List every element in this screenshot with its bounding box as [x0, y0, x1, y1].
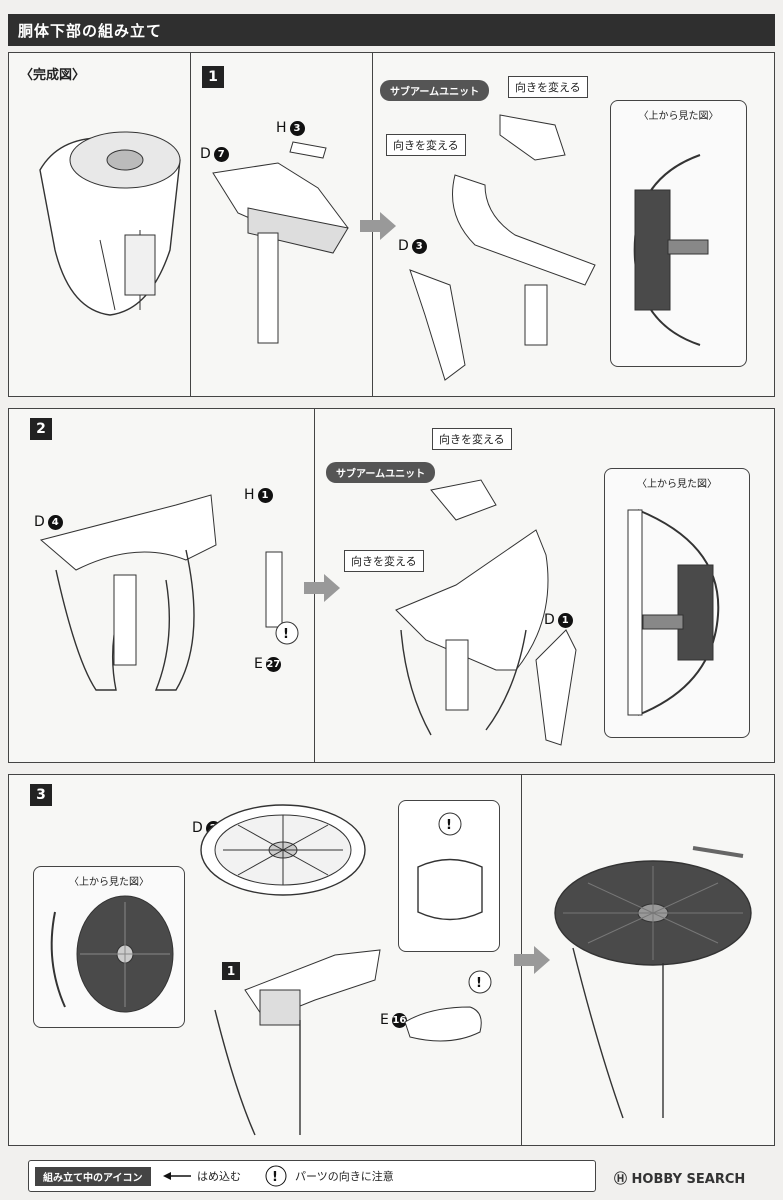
complete-figure — [39, 131, 181, 316]
svg-text:!: ! — [283, 627, 289, 642]
step2-body-part: ! — [39, 494, 299, 691]
section-title: 胴体下部の組み立て — [18, 22, 163, 40]
step-1-badge: 1 — [202, 66, 224, 88]
change-dir-callout-2b: 向きを変える — [344, 550, 424, 572]
caution-icon: ! — [265, 1165, 287, 1187]
hobby-search-logo: Ⓗ HOBBY SEARCH — [614, 1172, 746, 1187]
top-view-1: 〈上から見た図〉 — [610, 100, 747, 367]
svg-text:!: ! — [446, 818, 452, 833]
top-view-1-figure — [633, 154, 709, 346]
step3-arrow — [514, 946, 550, 974]
sub-arm-unit-label-1: サブアームユニット — [380, 80, 490, 101]
change-dir-callout-1b: 向きを変える — [386, 134, 466, 156]
step1-assembly — [409, 114, 596, 381]
change-dir-callout-2a: 向きを変える — [432, 428, 512, 450]
icon-legend: 組み立て中のアイコン はめ込む ! パーツの向きに注意 — [28, 1160, 596, 1192]
step-3-badge: 3 — [30, 784, 52, 806]
complete-label: 〈完成図〉 — [20, 68, 86, 83]
step3-ref-badge: 1 — [222, 962, 240, 980]
caution-label: パーツの向きに注意 — [295, 1170, 394, 1183]
step3-body — [214, 949, 381, 1136]
step3-result — [554, 846, 752, 1119]
legend-tag: 組み立て中のアイコン — [35, 1167, 151, 1186]
step1-arrow — [360, 212, 396, 240]
step2-assembly — [395, 479, 577, 746]
top-view-2-figure — [627, 509, 720, 716]
sub-arm-unit-label-2: サブアームユニット — [326, 462, 436, 483]
svg-text:!: ! — [476, 976, 482, 991]
step3-disc — [200, 804, 366, 896]
section-header: 胴体下部の組み立て — [8, 14, 775, 46]
step2-arrow — [304, 574, 340, 602]
step-2-badge: 2 — [30, 418, 52, 440]
caution-figure: ! ! — [404, 812, 492, 1042]
svg-text:!: ! — [272, 1170, 278, 1185]
top-view-3-figure — [50, 895, 174, 1013]
step1-body-part — [212, 141, 349, 344]
change-dir-callout-1a: 向きを変える — [508, 76, 588, 98]
insert-arrow-icon — [163, 1172, 191, 1180]
insert-label: はめ込む — [197, 1170, 241, 1183]
